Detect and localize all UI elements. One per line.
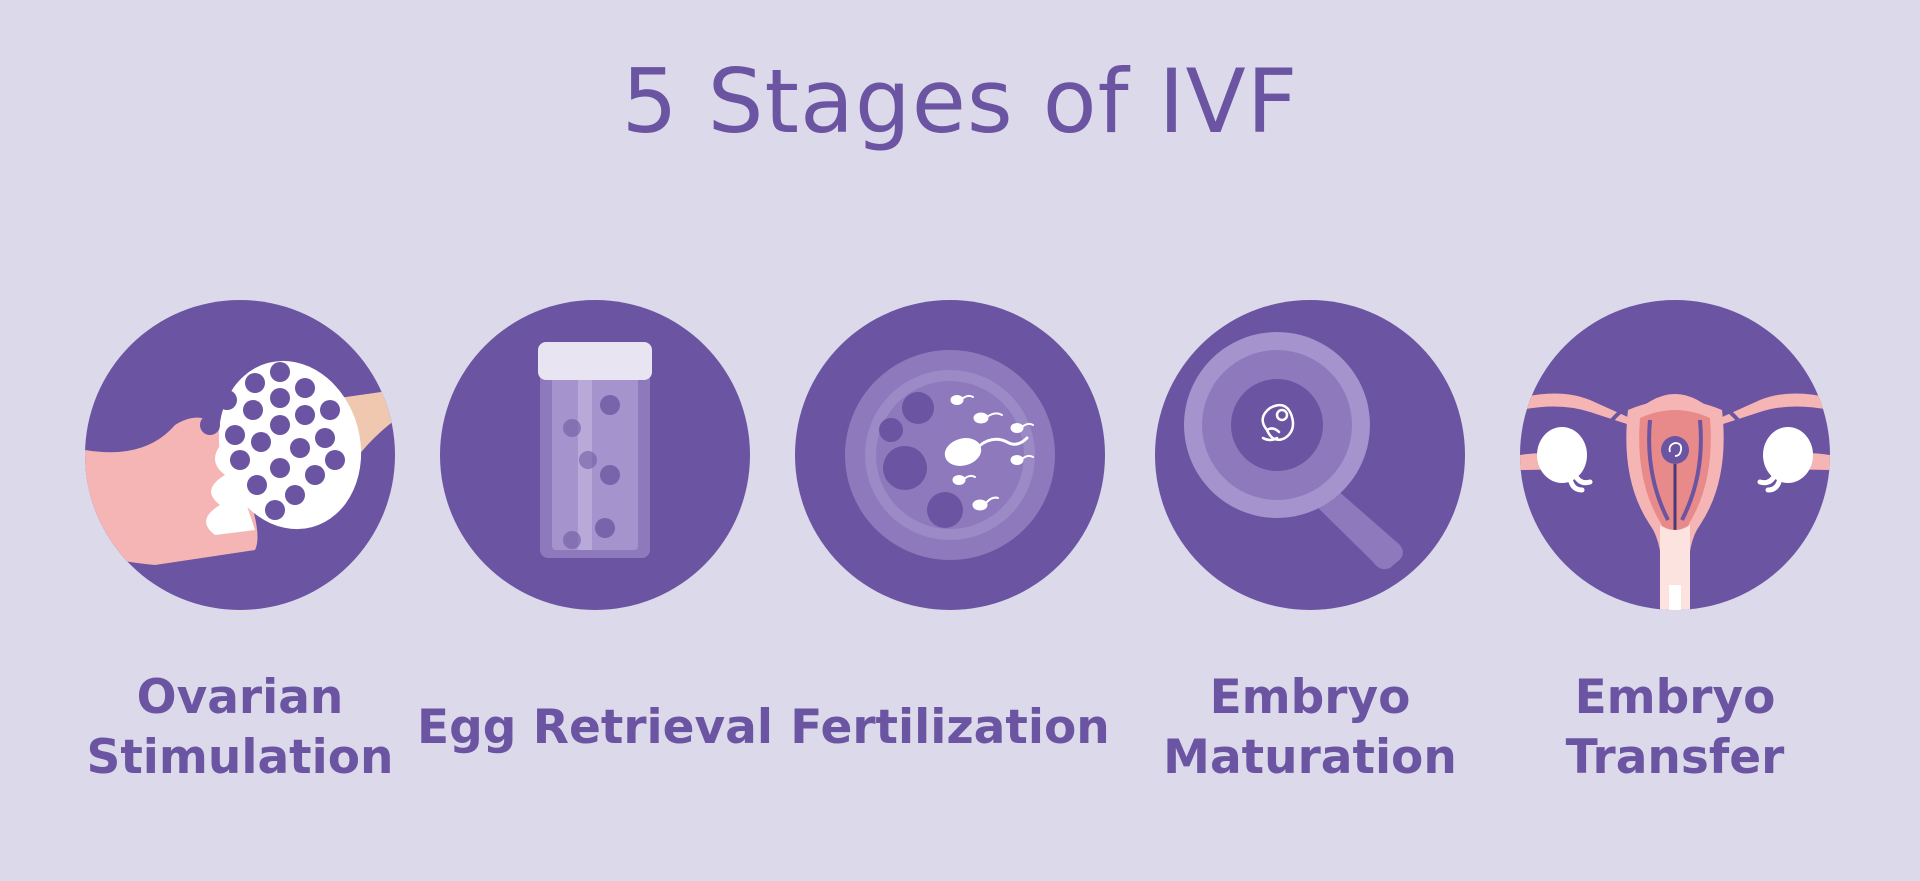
petri-dish-sperm-icon: [795, 300, 1105, 610]
stage-label: Embryo Transfer: [1495, 668, 1855, 788]
stage-label: Embryo Maturation: [1130, 668, 1490, 788]
stage-label-line2: Stimulation: [86, 730, 394, 785]
ovary-follicles-icon: [85, 300, 395, 610]
stage-label: Egg Retrieval: [417, 700, 773, 755]
page-title: 5 Stages of IVF: [621, 50, 1299, 153]
stage-label-line2: Transfer: [1565, 730, 1785, 785]
uterus-transfer-icon: [1520, 300, 1830, 610]
magnifier-embryo-icon: [1155, 300, 1465, 610]
stage-label: Fertilization: [790, 700, 1110, 755]
stage-label: Ovarian Stimulation: [60, 668, 420, 788]
stage-label-line2: Maturation: [1163, 730, 1457, 785]
stage-label-line1: Embryo: [1209, 670, 1411, 725]
stage-label-line1: Ovarian: [136, 670, 344, 725]
test-tube-icon: [440, 300, 750, 610]
stage-label-line1: Embryo: [1574, 670, 1776, 725]
